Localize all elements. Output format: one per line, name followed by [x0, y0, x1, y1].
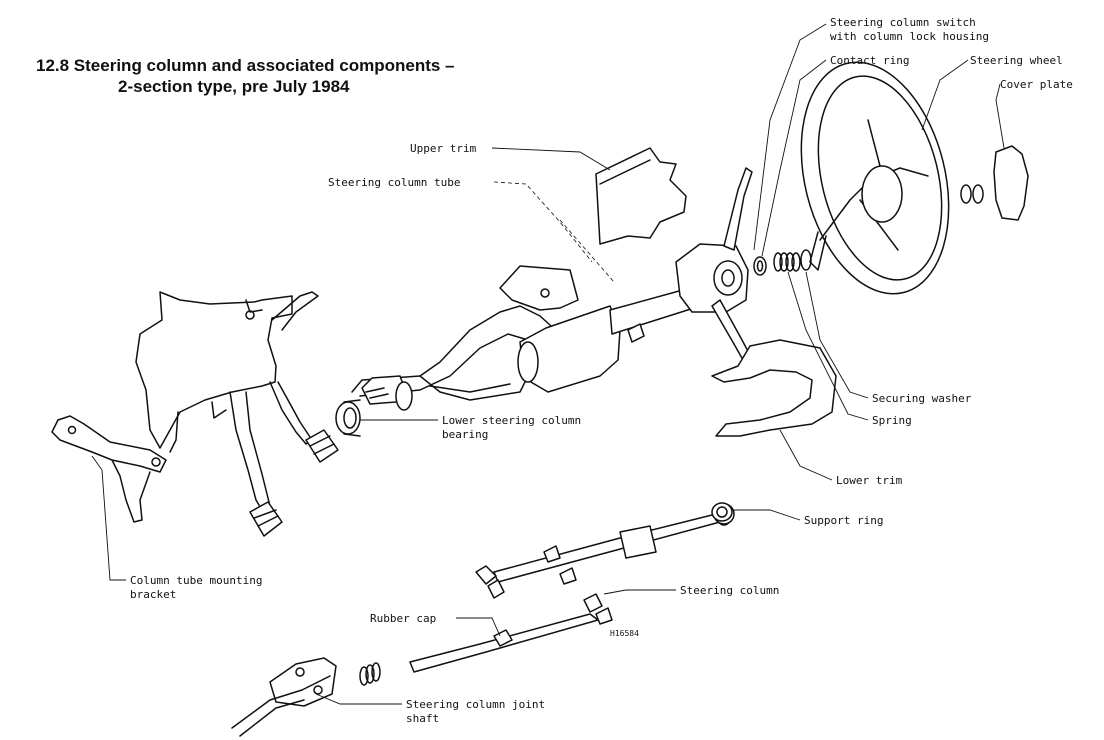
figure-title-line2: 2-section type, pre July 1984	[118, 77, 350, 96]
leader-rubber-cap	[456, 617, 501, 637]
steering-wheel-drawing	[800, 61, 950, 295]
leader-steering-wheel	[921, 59, 969, 131]
label-switch-line2: with column lock housing	[830, 30, 989, 43]
label-reference-code: H16584	[610, 629, 639, 638]
label-lower-trim: Lower trim	[836, 474, 903, 487]
label-joint-shaft-line1: Steering column joint	[406, 698, 545, 711]
lower-bearing-drawing	[335, 399, 361, 437]
label-securing-washer: Securing washer	[872, 392, 972, 405]
label-cover-plate: Cover plate	[1000, 78, 1073, 91]
leader-contact-ring	[761, 59, 827, 257]
leader-mounting-bracket	[91, 455, 126, 581]
leader-securing-washer	[805, 271, 869, 399]
label-steering-column: Steering column	[680, 584, 779, 597]
cover-plate-drawing	[960, 145, 1029, 221]
leader-lower-trim	[779, 429, 833, 481]
label-joint-shaft-line2: shaft	[406, 712, 439, 725]
label-spring: Spring	[872, 414, 912, 427]
leader-cover-plate	[995, 83, 1005, 149]
leader-switch	[753, 23, 827, 251]
lower-trim-drawing	[711, 339, 837, 437]
leader-steering-column	[603, 589, 676, 595]
label-lower-bearing-line2: bearing	[442, 428, 488, 441]
label-rubber-cap: Rubber cap	[370, 612, 436, 625]
leader-joint-shaft	[315, 693, 402, 705]
label-steering-wheel: Steering wheel	[970, 54, 1063, 67]
label-switch-line1: Steering column switch	[830, 16, 976, 29]
label-lower-bearing-line1: Lower steering column	[442, 414, 581, 427]
figure-title-line1: 12.8 Steering column and associated comp…	[36, 56, 455, 75]
pedal-bracket-drawing	[51, 291, 339, 537]
label-mounting-bracket-line1: Column tube mounting	[130, 574, 262, 587]
label-contact-ring: Contact ring	[830, 54, 909, 67]
upper-trim-drawing	[595, 147, 687, 245]
leader-column-tube	[493, 181, 593, 263]
joint-shaft-drawing	[231, 657, 381, 737]
column-tube-drawing	[351, 167, 759, 411]
leader-upper-trim	[491, 147, 611, 171]
label-support-ring: Support ring	[804, 514, 883, 527]
leader-spring	[787, 271, 869, 421]
label-mounting-bracket-line2: bracket	[130, 588, 176, 601]
label-steering-column-tube: Steering column tube	[328, 176, 460, 189]
small-rings-drawing	[753, 249, 812, 276]
figure-title: 12.8 Steering column and associated comp…	[36, 55, 455, 97]
label-upper-trim: Upper trim	[410, 142, 477, 155]
leader-support-ring	[734, 509, 801, 521]
support-ring-drawing	[711, 502, 733, 522]
